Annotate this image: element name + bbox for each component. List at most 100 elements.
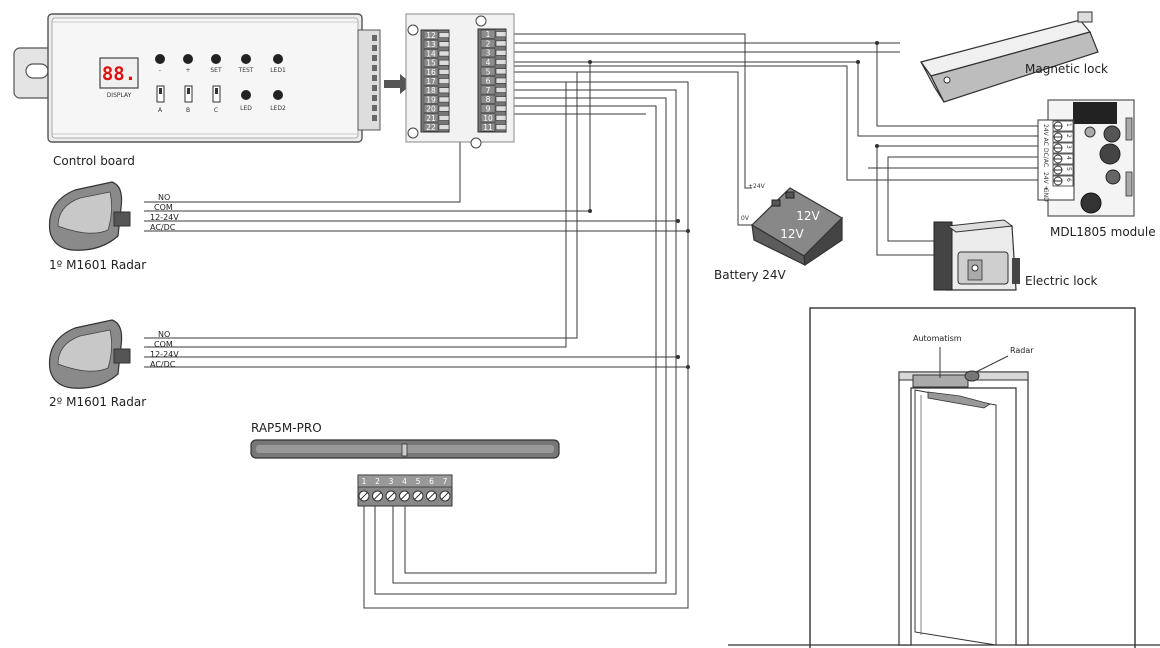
rap-terminal-number: 6 (429, 477, 434, 486)
rap5m-label: RAP5M-PRO (251, 421, 322, 435)
led-indicator (241, 90, 251, 100)
button-label: LED1 (270, 67, 286, 74)
door-illustration: Automatism Radar (728, 307, 1160, 648)
mdl-side-label: DC/AC (1042, 148, 1049, 167)
terminal-pin (495, 105, 507, 112)
terminal-pin (495, 114, 507, 121)
battery: 12V 12V +24V 0V Battery 24V (714, 183, 843, 282)
mdl1805-label: MDL1805 module (1050, 225, 1156, 239)
terminal-number: 17 (426, 77, 436, 86)
plus-button[interactable] (183, 54, 193, 64)
mdl-side-label: 24V AC (1042, 124, 1049, 146)
led2-indicator (273, 90, 283, 100)
mdl-terminal-number: 6 (1065, 178, 1072, 182)
radar-1: 1º M1601 Radar NO COM 12-24V AC/DC (48, 181, 179, 272)
zero-v-label: 0V (741, 215, 750, 222)
terminal-pin (495, 87, 507, 93)
switch-label: A (158, 107, 163, 114)
terminal-cell (480, 104, 496, 114)
terminal-cell (480, 76, 496, 86)
terminal-pin (438, 105, 450, 112)
terminal-pin (438, 78, 450, 84)
radar-wire-label: NO (158, 330, 170, 339)
terminal-cell (480, 85, 496, 95)
terminal-pin (495, 59, 507, 66)
led1-indicator (273, 54, 283, 64)
terminal-number: 9 (486, 105, 491, 114)
terminal-cell (480, 57, 496, 67)
terminal-number: 1 (486, 30, 491, 39)
led-label: LED (240, 105, 252, 112)
rap-terminal-number: 3 (389, 477, 394, 486)
terminal-cell (423, 104, 439, 114)
terminal-pin (495, 31, 507, 38)
terminal-number: 11 (483, 123, 493, 132)
terminal-number: 6 (486, 77, 491, 86)
terminal-pin (438, 41, 450, 48)
rap-terminal-number: 4 (402, 477, 407, 486)
terminal-pin (495, 49, 507, 56)
led2-label: LED2 (270, 105, 286, 112)
terminal-cell (423, 58, 439, 68)
control-board: 88. DISPLAY - + SET TEST LED1 A B C (13, 13, 381, 168)
terminal-cell (480, 29, 496, 39)
terminal-number: 22 (426, 123, 436, 132)
screw-icon (470, 137, 482, 149)
plus24v-label: +24V (748, 183, 766, 190)
terminal-pin (438, 96, 450, 103)
terminal-number: 10 (483, 114, 493, 123)
terminal-pin (495, 96, 507, 103)
board-buttons-top: - + SET TEST LED1 (155, 54, 286, 74)
terminal-pin (438, 32, 450, 38)
switch-label: B (186, 107, 190, 114)
terminal-cell (423, 95, 439, 104)
mdl-terminal-number: 5 (1065, 167, 1072, 171)
rap-terminal-number: 7 (443, 477, 448, 486)
mdl-side-label: 24V + (1042, 172, 1049, 191)
terminal-pin (438, 69, 450, 75)
button-label: TEST (238, 67, 254, 74)
terminal-number: 13 (426, 40, 436, 49)
terminal-cell (480, 113, 496, 123)
button-label: - (159, 67, 161, 74)
terminal-number: 15 (426, 59, 436, 68)
wiring (144, 33, 1038, 609)
electric-lock-label: Electric lock (1025, 274, 1098, 288)
test-button[interactable] (241, 54, 251, 64)
radar-2-label: 2º M1601 Radar (49, 395, 146, 409)
minus-button[interactable] (155, 54, 165, 64)
terminal-number: 16 (426, 68, 436, 77)
mdl-terminal-number: 3 (1065, 145, 1072, 149)
terminal-cell (423, 85, 439, 95)
terminal-number: 8 (486, 95, 491, 104)
battery-cell-label: 12V (796, 209, 820, 223)
terminal-number: 18 (426, 86, 436, 95)
terminal-number: 4 (486, 58, 491, 67)
set-button[interactable] (211, 54, 221, 64)
terminal-pin (438, 50, 450, 57)
button-label: SET (210, 67, 222, 74)
board-switches: A B C (156, 85, 221, 114)
electric-lock: Electric lock (933, 219, 1098, 291)
rap-terminal-number: 2 (375, 477, 380, 486)
radar-wire-label: COM (154, 203, 173, 212)
terminal-pin (438, 59, 450, 66)
terminal-pin (438, 115, 450, 121)
terminal-cell (423, 39, 439, 49)
button-label: + (185, 67, 190, 74)
terminal-cell (423, 67, 439, 77)
terminal-pin (438, 124, 450, 130)
terminal-pin (495, 40, 507, 47)
mdl-terminal-number: 4 (1065, 156, 1072, 160)
radar-label: Radar (1010, 346, 1034, 355)
terminal-pin (438, 87, 450, 94)
radar-sensor-icon (964, 370, 980, 382)
terminal-number: 20 (426, 105, 436, 114)
display-digits: 88. (102, 63, 136, 85)
